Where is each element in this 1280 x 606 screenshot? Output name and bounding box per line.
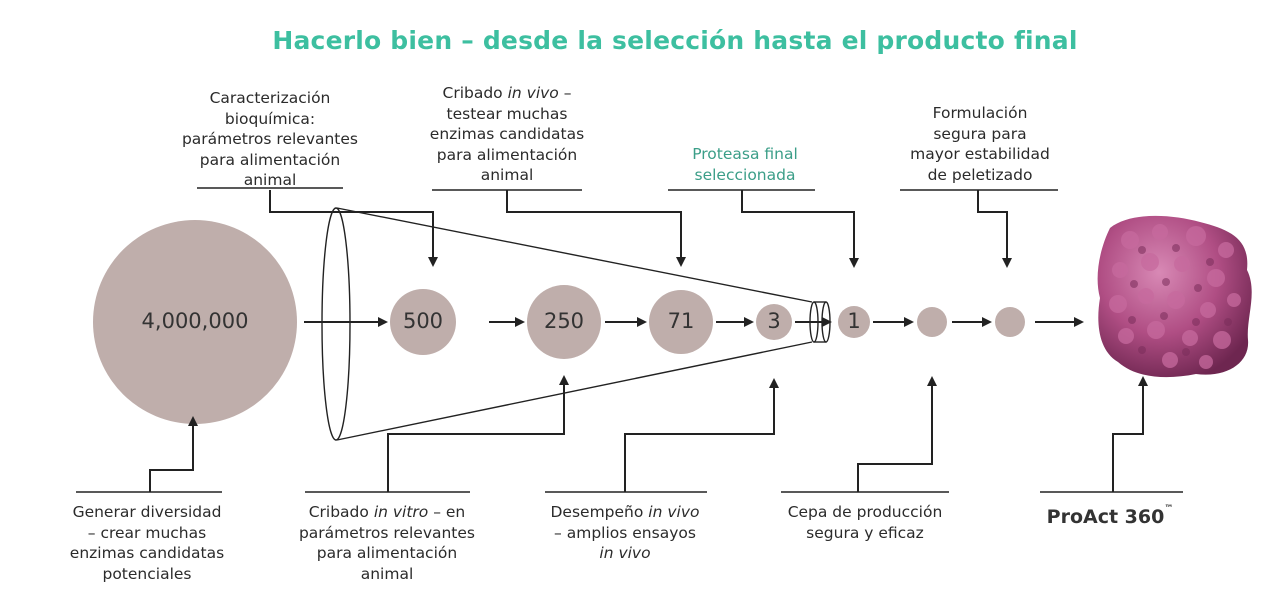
circle-node: [390, 289, 456, 355]
page-title: Hacerlo bien – desde la selección hasta …: [272, 26, 1078, 55]
top-connectors: [269, 190, 1012, 268]
protein-molecule-icon: [1097, 215, 1252, 378]
node-value: 71: [667, 309, 695, 333]
circle-node: [917, 307, 947, 337]
node-value: 4,000,000: [141, 309, 249, 333]
label-desempeno-in-vivo: Desempeño in vivo – amplios ensayos in v…: [550, 503, 700, 562]
circle-node: [838, 306, 870, 338]
label-cribado-in-vitro: Cribado in vitro – en parámetros relevan…: [298, 503, 476, 583]
circle-node: [649, 290, 713, 354]
label-formulacion: Formulación segura para mayor estabilida…: [910, 104, 1050, 184]
node-value: 3: [767, 309, 781, 333]
label-cribado-in-vivo: Cribado in vivo – testear muchas enzimas…: [429, 84, 585, 184]
node-value: 250: [543, 309, 585, 333]
label-generar-diversidad: Generar diversidad – crear muchas enzima…: [69, 503, 225, 583]
stage-circles: [93, 220, 1025, 424]
label-caracterizacion: Caracterización bioquímica: parámetros r…: [181, 89, 359, 189]
bottom-connectors: [149, 375, 1148, 492]
node-value: 500: [402, 309, 444, 333]
label-cepa-produccion: Cepa de producción segura y eficaz: [787, 503, 943, 542]
circle-node: [995, 307, 1025, 337]
circle-node: [93, 220, 297, 424]
circle-node: [527, 285, 601, 359]
circle-node: [756, 304, 792, 340]
product-name: ProAct 360™: [1046, 504, 1174, 528]
node-value: 1: [847, 309, 861, 333]
label-proteasa-final: Proteasa final seleccionada: [692, 145, 798, 184]
